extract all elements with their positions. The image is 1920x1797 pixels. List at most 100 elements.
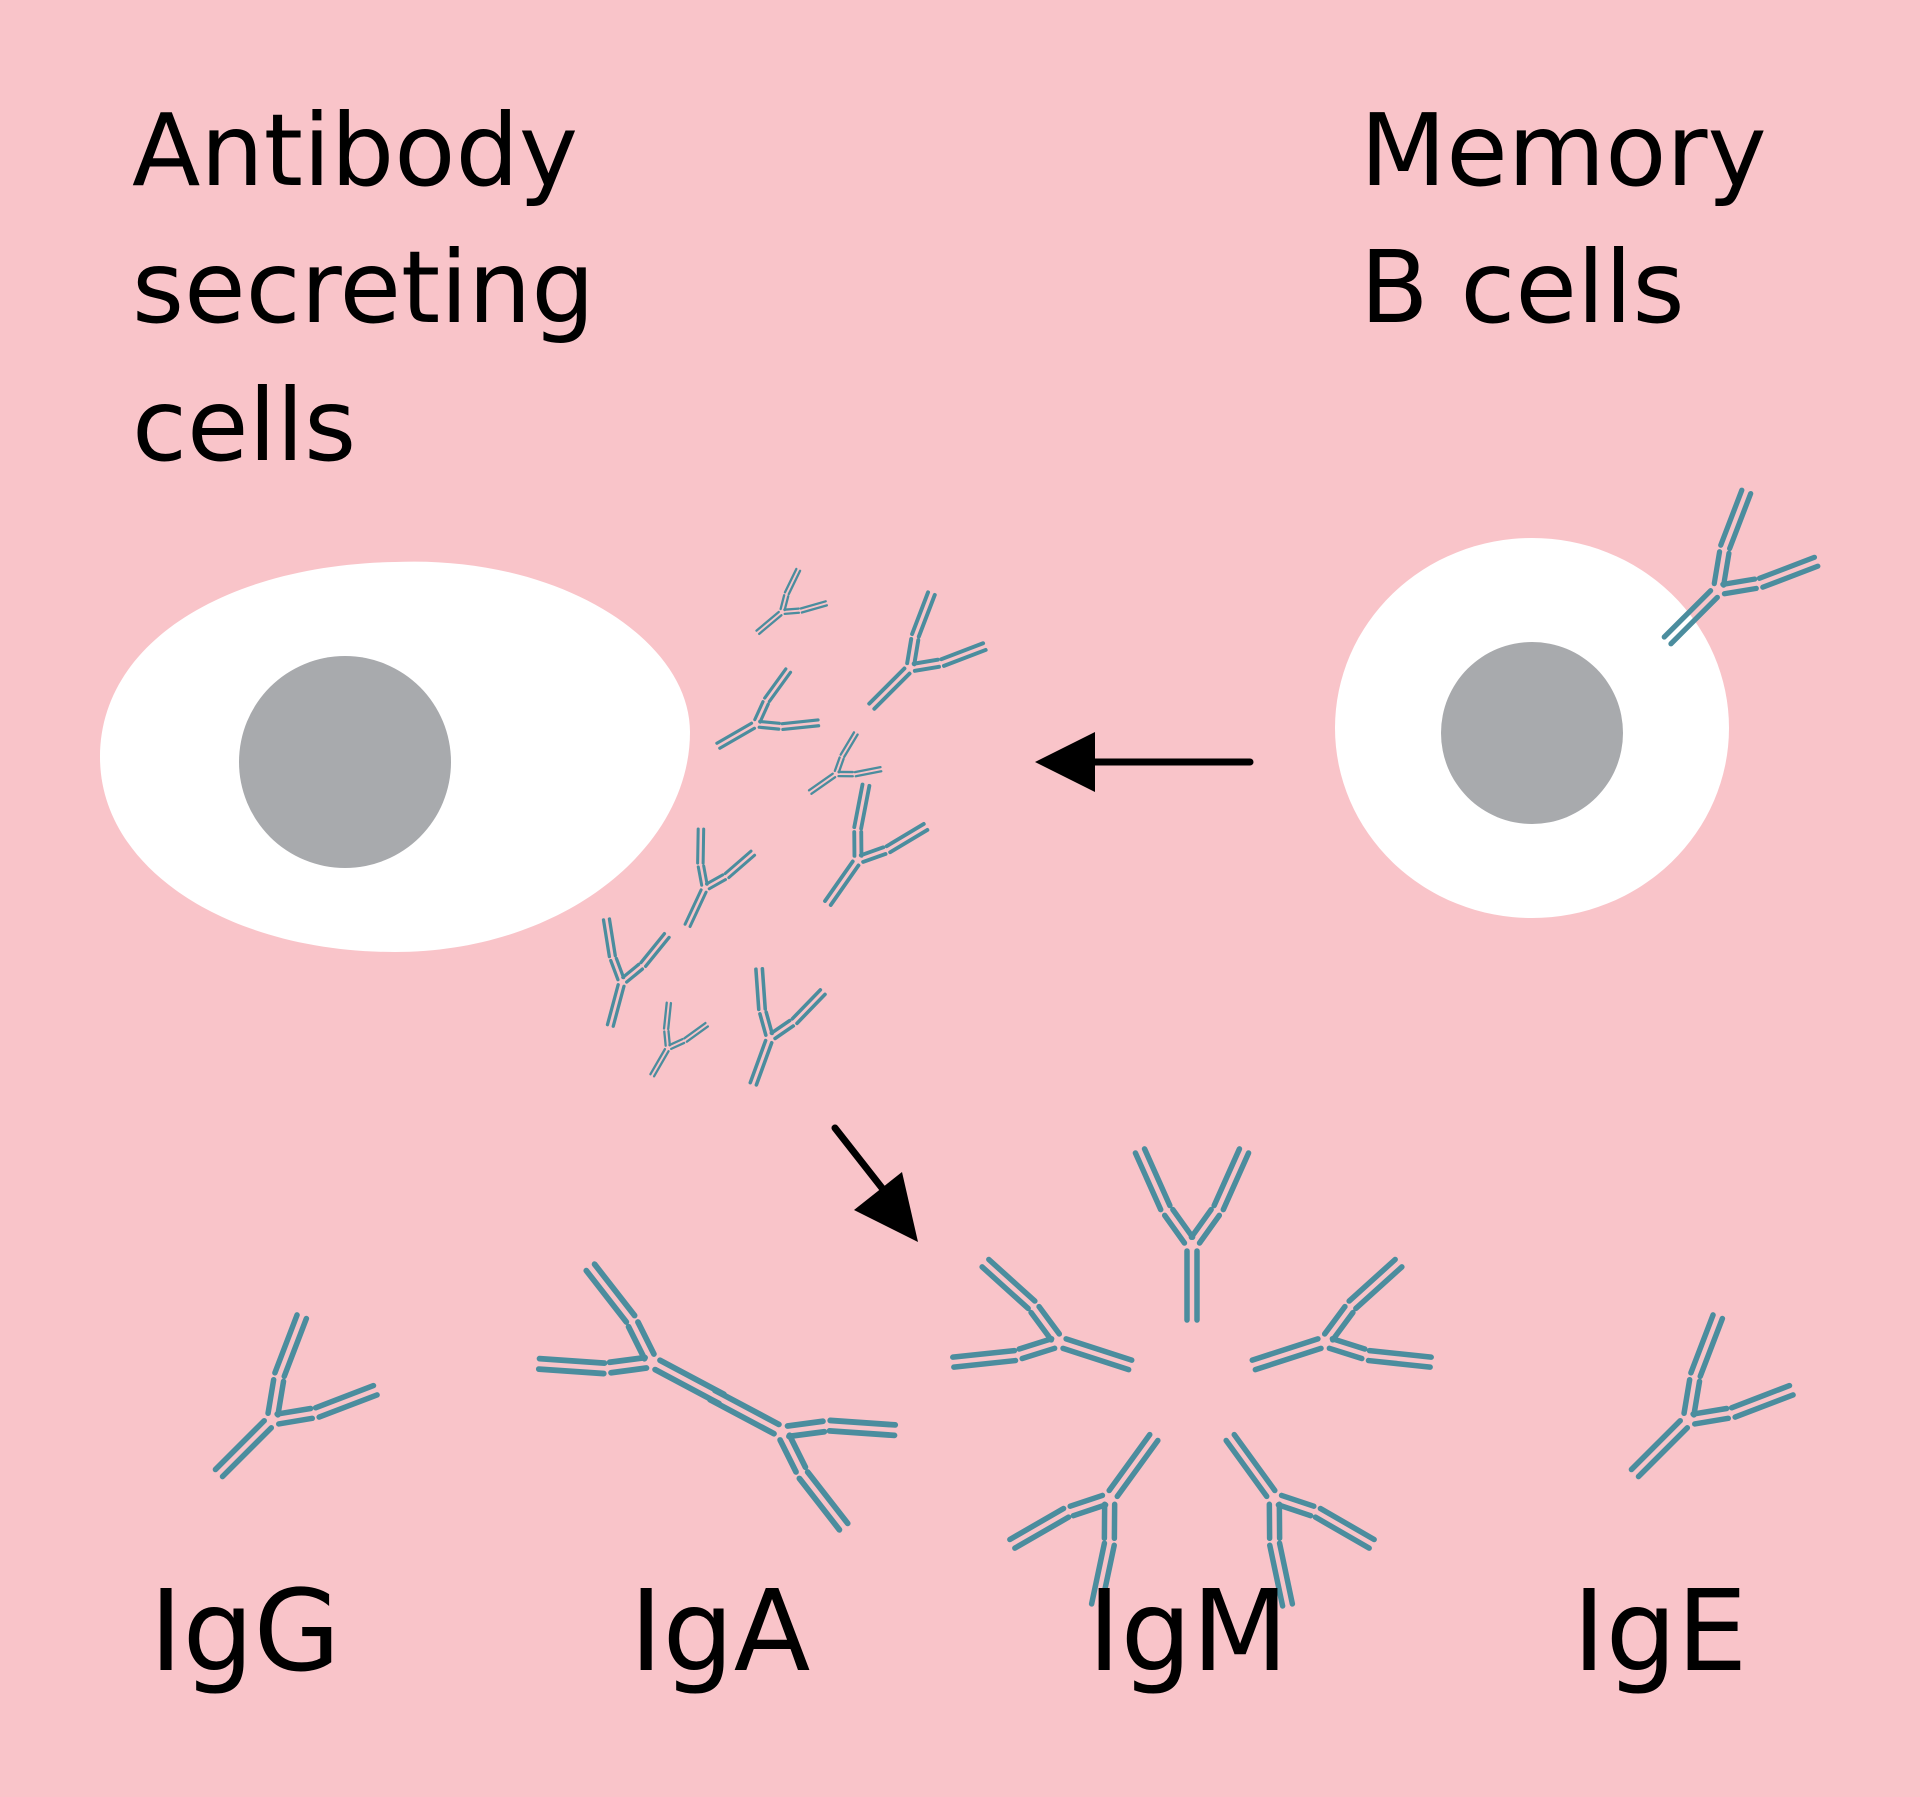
antibody-strand [1312, 1514, 1372, 1551]
antibody-strand [312, 1382, 377, 1411]
antibody-strand [827, 1417, 899, 1428]
antibody-strand [1067, 1492, 1106, 1509]
antibody-strand [837, 757, 845, 774]
antibody-strand [1756, 554, 1818, 581]
antibody-strand [275, 1378, 287, 1418]
antibody-strand [274, 1405, 314, 1417]
label-antibody-secreting-line2: secreting [132, 229, 595, 346]
antibody-strand [800, 604, 829, 614]
antibody-strand [1223, 1437, 1270, 1500]
antibody-strand [852, 782, 865, 830]
antibody-strand [1012, 1514, 1072, 1551]
antibody-strand [1028, 1309, 1055, 1343]
antibody-strand [790, 988, 823, 1021]
iga-antibody-dimer [535, 1261, 899, 1533]
antibody-strand [1681, 1376, 1693, 1417]
antibody-strand [783, 607, 800, 611]
antibody-strand [888, 828, 930, 855]
antibody-strand [727, 853, 757, 880]
antibody-strand [1267, 1542, 1286, 1609]
antibody-strand [783, 567, 798, 594]
ige-antibody [1628, 1312, 1796, 1480]
antibody-strand [702, 864, 709, 886]
antibody-strand [979, 1264, 1031, 1312]
antibody-strand [652, 1050, 670, 1078]
antibody-strand [1353, 1264, 1405, 1312]
antibody-strand [316, 1392, 380, 1420]
isotype-label-iga: IgA [630, 1567, 811, 1697]
antibody-strand [826, 1428, 898, 1439]
antibody-strand [1635, 1425, 1691, 1480]
antibody-strand [667, 1001, 673, 1031]
antibody-strand [583, 1267, 630, 1325]
antibody-strand [748, 1038, 768, 1085]
antibody-strand [611, 984, 626, 1028]
antibody-strand [780, 718, 820, 726]
antibody-strand [1211, 1146, 1243, 1209]
antibody-strand [621, 962, 641, 980]
arrow-down-right-shaft [831, 1124, 886, 1192]
antibody-strand [1276, 1540, 1296, 1607]
antibody-strand [536, 1355, 608, 1366]
antibody-strand [625, 967, 645, 984]
antibody-strand [1721, 550, 1732, 588]
antibody-strand [723, 849, 753, 875]
label-memory-b-line1: Memory [1360, 92, 1767, 209]
antibody-strand [625, 1323, 648, 1362]
antibody-strand [1628, 1417, 1683, 1473]
antibody-strand [758, 614, 783, 636]
antibody-strand [1329, 1336, 1368, 1352]
antibody-strand [1275, 1502, 1314, 1519]
antibody-strand [807, 772, 834, 792]
label-antibody-secreting-line3: cells [132, 367, 356, 484]
antibody-strand [823, 859, 855, 903]
antibody-strand [685, 1025, 710, 1043]
antibody-strand [853, 766, 882, 774]
antibody-strand [810, 776, 837, 795]
antibody-strand [1721, 585, 1759, 597]
antibody-strand [867, 666, 907, 706]
antibody-strand [715, 721, 754, 745]
antibody-strand [1365, 1357, 1433, 1370]
antibody-strand [696, 827, 700, 865]
antibody-strand [1132, 1150, 1164, 1213]
antibody-strand [758, 702, 770, 724]
antibody-strand [1106, 1431, 1153, 1494]
antibody-strand [1321, 1303, 1348, 1337]
antibody-strand [607, 917, 617, 958]
antibody-strand [773, 1024, 796, 1041]
antibody-strand [859, 783, 872, 831]
antibody-strand [764, 1010, 774, 1036]
igg-antibody [212, 1312, 380, 1480]
antibody-strand [688, 890, 708, 929]
label-memory-b-line2: B cells [1360, 229, 1685, 346]
antibody-strand [804, 1469, 851, 1527]
secreted-antibodies [601, 567, 988, 1087]
antibody-strand [784, 1418, 826, 1429]
antibody-strand [777, 1437, 799, 1475]
antibody-strand [779, 594, 786, 611]
antibody-strand [910, 590, 931, 637]
antibody-strand [1161, 1212, 1188, 1246]
antibody-strand [1326, 1345, 1365, 1362]
antibody-strand [643, 935, 671, 968]
isotype-label-ige: IgE [1573, 1567, 1748, 1697]
antibody-strand [757, 725, 781, 731]
antibody-strand [605, 983, 620, 1027]
antibody-strand [781, 724, 821, 732]
antibody-strand [1098, 1542, 1117, 1609]
antibody-strand [639, 932, 667, 965]
antibody-strand [767, 670, 793, 704]
antibody-strand [696, 865, 704, 887]
antibody-strand [758, 1012, 768, 1037]
antibody-strand [839, 731, 856, 756]
antibody-strand [212, 1417, 267, 1473]
isotype-label-igm: IgM [1088, 1567, 1289, 1697]
memory-cell-nucleus [1441, 642, 1623, 824]
antibody-strand [1711, 549, 1723, 587]
antibody-strand [1278, 1492, 1317, 1509]
antibody-strand [754, 967, 761, 1012]
antibody-strand [662, 1001, 668, 1030]
antibody-strand [854, 770, 883, 778]
antibody-strand [1188, 1206, 1214, 1240]
